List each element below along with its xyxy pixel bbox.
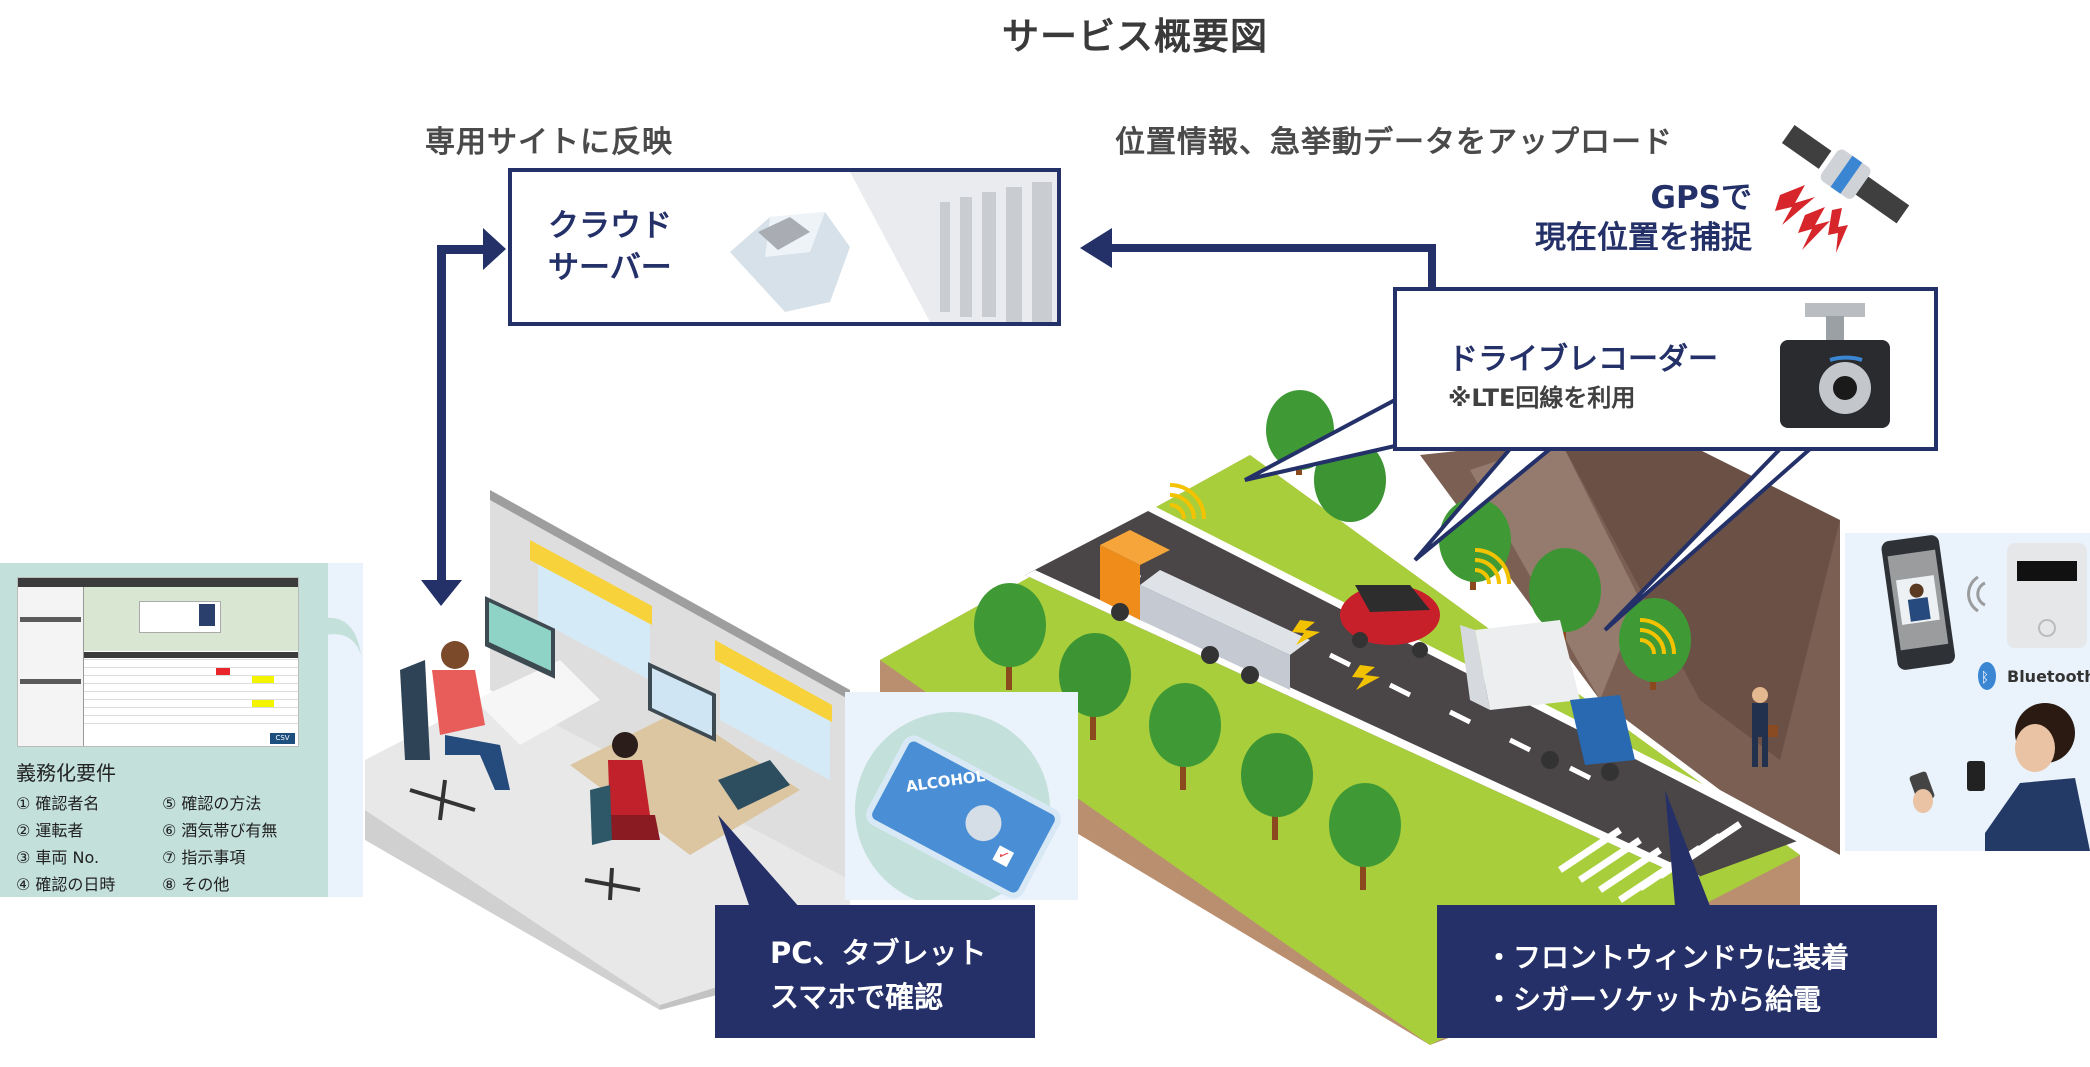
dashboard-map <box>84 587 298 651</box>
gps-caption: GPSで 現在位置を捕捉 <box>1470 178 1752 258</box>
bluetooth-label: Bluetooth <box>2007 667 2090 686</box>
dashboard-screenshot: CSV <box>17 577 299 747</box>
dashboard-csv-button[interactable]: CSV <box>270 733 295 744</box>
server-room-image <box>730 172 1057 322</box>
road-scene <box>880 390 1840 1045</box>
svg-text:ᛒ: ᛒ <box>1981 670 1989 686</box>
drive-recorder-note: ※LTE回線を利用 <box>1448 384 1636 412</box>
user-avatar-icon <box>959 798 1008 848</box>
cloud-server-line1: クラウド <box>548 208 672 244</box>
requirement-item: ⑥ 酒気帯び有無 <box>162 821 278 840</box>
signal-bolt-icons <box>1775 185 1848 253</box>
dashcam-icon <box>1780 303 1890 428</box>
requirement-item: ② 運転者 <box>16 821 84 840</box>
install-callout-line2: ・シガーソケットから給電 <box>1485 983 1822 1016</box>
pc-callout: PC、タブレット スマホで確認 <box>715 905 1035 1038</box>
satellite-icon <box>1775 125 1910 253</box>
signal-waves <box>1169 483 1676 655</box>
bluetooth-panel: ᛒ Bluetooth <box>1845 533 2090 851</box>
alcohol-app-label: ALCOHOL <box>904 766 987 796</box>
gps-line1: GPSで <box>1650 180 1753 216</box>
cloud-server-box <box>508 168 1061 326</box>
install-callout: ・フロントウィンドウに装着 ・シガーソケットから給電 <box>1437 905 1937 1038</box>
bluetooth-illustration: ᛒ <box>1881 535 2090 851</box>
wireless-icon <box>1967 575 1986 613</box>
smartphone-icon <box>1881 535 1955 670</box>
install-callout-tail <box>1665 790 1710 906</box>
gps-line2: 現在位置を捕捉 <box>1535 220 1752 256</box>
dashboard-sidebar <box>18 587 84 746</box>
arrow-recorder-to-cloud <box>1080 228 1436 289</box>
alcohol-checker-device-icon <box>2007 543 2087 648</box>
page-title: サービス概要図 <box>1002 15 1268 58</box>
requirement-item: ④ 確認の日時 <box>16 875 116 894</box>
pc-callout-line1: PC、タブレット <box>770 936 987 970</box>
caption-upload-data: 位置情報、急挙動データをアップロード <box>1115 125 1673 160</box>
check-icon: ✓ <box>992 845 1015 868</box>
cloud-server-label: クラウド サーバー <box>548 205 672 289</box>
orange-truck <box>1100 530 1310 690</box>
caption-reflect-site: 専用サイトに反映 <box>425 125 673 160</box>
drive-recorder-title: ドライブレコーダー <box>1448 342 1718 377</box>
arrow-cloud-to-office <box>421 228 506 606</box>
pc-callout-line2: スマホで確認 <box>770 980 944 1014</box>
requirement-item: ⑦ 指示事項 <box>162 848 246 867</box>
requirements-title: 義務化要件 <box>16 761 116 785</box>
crosswalk <box>1558 821 1742 903</box>
impact-sparks <box>1292 620 1380 690</box>
bluetooth-icon <box>1978 662 1996 690</box>
requirements-bubble-tail <box>325 617 361 655</box>
server-cube-icon <box>758 217 810 250</box>
requirement-item: ⑧ その他 <box>162 875 230 894</box>
install-callout-line1: ・フロントウィンドウに装着 <box>1485 941 1850 974</box>
cloud-server-line2: サーバー <box>548 250 672 286</box>
dashboard-table <box>84 652 298 730</box>
dashboard-header-bar <box>18 578 298 587</box>
requirement-item: ⑤ 確認の方法 <box>162 794 262 813</box>
pedestrian <box>1752 687 1778 767</box>
cloud-shape <box>730 212 850 312</box>
requirement-item: ① 確認者名 <box>16 794 100 813</box>
requirement-item: ③ 車両 No. <box>16 848 100 867</box>
red-car <box>1340 585 1440 658</box>
phone-app-panel: ALCOHOL ✓ <box>845 692 1078 900</box>
office-scene <box>365 490 850 1010</box>
pc-callout-tail <box>718 815 800 908</box>
blue-truck <box>1460 620 1635 781</box>
breathalyzer-icon <box>1967 761 1985 791</box>
